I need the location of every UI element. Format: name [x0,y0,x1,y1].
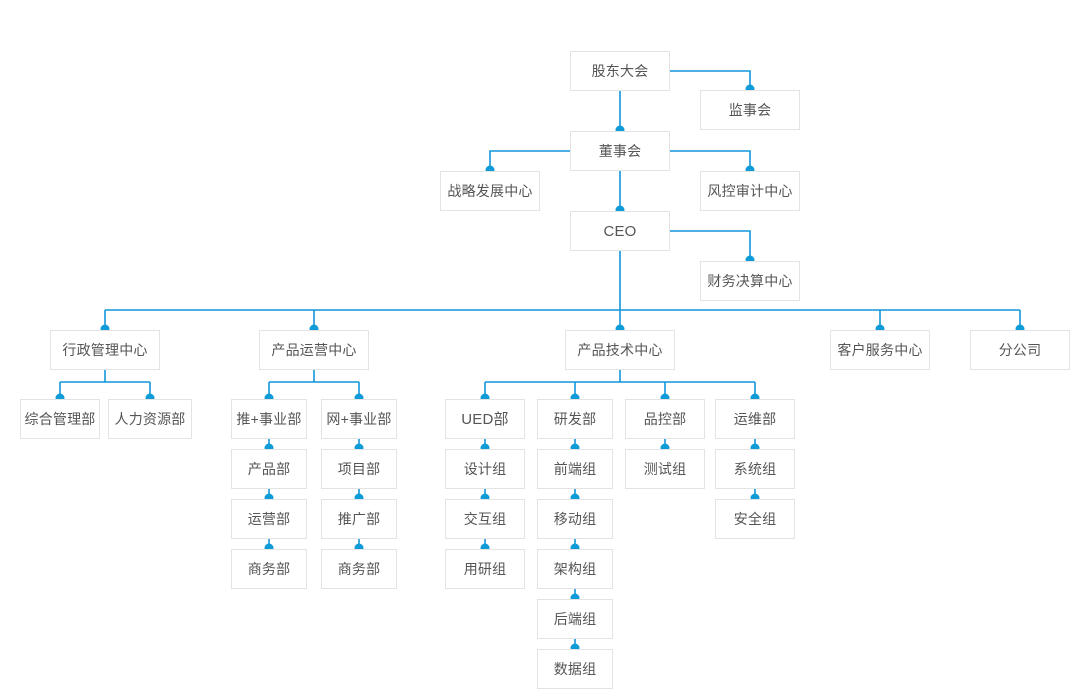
node-product-tech-center[interactable]: 产品技术中心 [565,330,675,370]
node-architecture-group[interactable]: 架构组 [537,549,613,589]
node-security-group[interactable]: 安全组 [715,499,795,539]
node-user-research-group[interactable]: 用研组 [445,549,525,589]
node-operations-dept[interactable]: 运营部 [231,499,307,539]
edge-board-to-risk [670,150,751,171]
edge-shareholders-to-supervisory [670,70,751,90]
node-tui-division[interactable]: 推+事业部 [231,399,307,439]
node-mobile-group[interactable]: 移动组 [537,499,613,539]
edge-ceo-to-finance [670,230,751,261]
node-system-group[interactable]: 系统组 [715,449,795,489]
node-product-ops-center[interactable]: 产品运营中心 [259,330,369,370]
node-admin-center[interactable]: 行政管理中心 [50,330,160,370]
edge-board-to-strategy [489,150,570,171]
node-general-admin-dept[interactable]: 综合管理部 [20,399,100,439]
node-promotion-dept[interactable]: 推广部 [321,499,397,539]
node-product-dept[interactable]: 产品部 [231,449,307,489]
node-interaction-group[interactable]: 交互组 [445,499,525,539]
node-business-dept-left[interactable]: 商务部 [231,549,307,589]
node-wang-division[interactable]: 网+事业部 [321,399,397,439]
node-qc-dept[interactable]: 品控部 [625,399,705,439]
node-rd-dept[interactable]: 研发部 [537,399,613,439]
node-customer-service-center[interactable]: 客户服务中心 [830,330,930,370]
node-supervisory-board[interactable]: 监事会 [700,90,800,130]
node-backend-group[interactable]: 后端组 [537,599,613,639]
node-hr-dept[interactable]: 人力资源部 [108,399,192,439]
node-ceo[interactable]: CEO [570,211,670,251]
node-finance-center[interactable]: 财务决算中心 [700,261,800,301]
node-branch-company[interactable]: 分公司 [970,330,1070,370]
node-strategy-center[interactable]: 战略发展中心 [440,171,540,211]
node-project-dept[interactable]: 项目部 [321,449,397,489]
node-ued-dept[interactable]: UED部 [445,399,525,439]
node-business-dept-right[interactable]: 商务部 [321,549,397,589]
node-data-group[interactable]: 数据组 [537,649,613,689]
node-risk-audit-center[interactable]: 风控审计中心 [700,171,800,211]
node-shareholders-meeting[interactable]: 股东大会 [570,51,670,91]
node-test-group[interactable]: 测试组 [625,449,705,489]
node-board-of-directors[interactable]: 董事会 [570,131,670,171]
node-design-group[interactable]: 设计组 [445,449,525,489]
node-frontend-group[interactable]: 前端组 [537,449,613,489]
node-ops-maint-dept[interactable]: 运维部 [715,399,795,439]
